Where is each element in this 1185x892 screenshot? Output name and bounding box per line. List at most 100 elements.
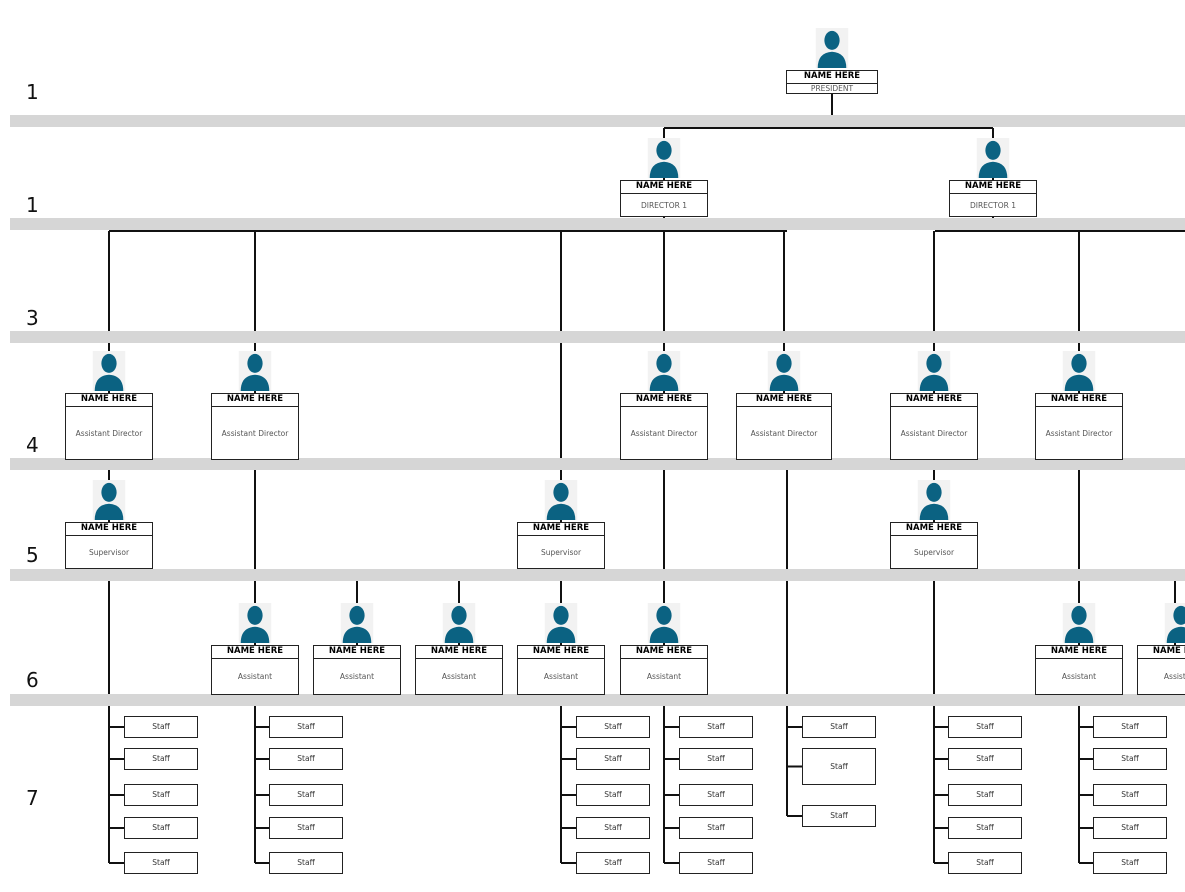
supervisor-card[interactable]: NAME HERE Supervisor	[517, 522, 605, 569]
assistant-card[interactable]: NAME HERE Assistant	[1137, 645, 1185, 695]
node-title: Assistant Director	[630, 429, 698, 438]
staff-box[interactable]: Staff	[679, 817, 753, 839]
staff-box[interactable]: Staff	[948, 784, 1022, 806]
staff-box[interactable]: Staff	[576, 716, 650, 738]
level-label: 3	[26, 306, 39, 330]
staff-box[interactable]: Staff	[124, 784, 198, 806]
assistant-card[interactable]: NAME HERE Assistant	[620, 645, 708, 695]
director-card[interactable]: NAME HERE DIRECTOR 1	[620, 180, 708, 217]
person-icon	[544, 480, 578, 520]
node-name: NAME HERE	[1036, 394, 1122, 407]
assistant-card[interactable]: NAME HERE Assistant	[313, 645, 401, 695]
staff-box[interactable]: Staff	[1093, 784, 1167, 806]
level-label: 4	[26, 433, 39, 457]
staff-box[interactable]: Staff	[948, 716, 1022, 738]
staff-box[interactable]: Staff	[269, 817, 343, 839]
person-icon	[238, 351, 272, 391]
staff-box[interactable]: Staff	[948, 852, 1022, 874]
staff-box[interactable]: Staff	[679, 852, 753, 874]
level-band	[10, 218, 1185, 230]
staff-box[interactable]: Staff	[802, 716, 876, 738]
assistant-director-card[interactable]: NAME HERE Assistant Director	[1035, 393, 1123, 460]
node-title: Assistant	[646, 672, 682, 681]
node-name: NAME HERE	[518, 523, 604, 536]
assistant-card[interactable]: NAME HERE Assistant	[517, 645, 605, 695]
node-name: NAME HERE	[891, 394, 977, 407]
node-name: NAME HERE	[621, 394, 707, 407]
staff-box[interactable]: Staff	[576, 817, 650, 839]
node-name: NAME HERE	[518, 646, 604, 659]
person-icon	[1062, 351, 1096, 391]
level-band	[10, 458, 1185, 470]
assistant-director-card[interactable]: NAME HERE Assistant Director	[890, 393, 978, 460]
staff-box[interactable]: Staff	[802, 748, 876, 785]
node-title: DIRECTOR 1	[640, 201, 688, 210]
staff-box[interactable]: Staff	[269, 748, 343, 770]
level-band	[10, 569, 1185, 581]
person-icon	[917, 351, 951, 391]
level-band	[10, 115, 1185, 127]
staff-box[interactable]: Staff	[679, 784, 753, 806]
level-label: 6	[26, 668, 39, 692]
supervisor-card[interactable]: NAME HERE Supervisor	[890, 522, 978, 569]
staff-box[interactable]: Staff	[802, 805, 876, 827]
node-name: NAME HERE	[891, 523, 977, 536]
node-name: NAME HERE	[416, 646, 502, 659]
node-title: Supervisor	[913, 548, 955, 557]
node-title: Assistant	[543, 672, 579, 681]
node-title: Supervisor	[88, 548, 130, 557]
staff-box[interactable]: Staff	[679, 748, 753, 770]
node-title: Supervisor	[540, 548, 582, 557]
staff-box[interactable]: Staff	[576, 852, 650, 874]
staff-box[interactable]: Staff	[1093, 716, 1167, 738]
staff-box[interactable]: Staff	[576, 784, 650, 806]
person-icon	[238, 603, 272, 643]
node-name: NAME HERE	[314, 646, 400, 659]
staff-box[interactable]: Staff	[269, 784, 343, 806]
person-icon	[917, 480, 951, 520]
node-title: Assistant	[339, 672, 375, 681]
node-name: NAME HERE	[66, 394, 152, 407]
staff-box[interactable]: Staff	[124, 716, 198, 738]
person-icon	[1164, 603, 1185, 643]
staff-box[interactable]: Staff	[269, 716, 343, 738]
person-icon	[442, 603, 476, 643]
person-icon	[647, 138, 681, 178]
level-label: 5	[26, 543, 39, 567]
node-name: NAME HERE	[950, 181, 1036, 194]
node-title: Assistant	[237, 672, 273, 681]
staff-box[interactable]: Staff	[679, 716, 753, 738]
assistant-director-card[interactable]: NAME HERE Assistant Director	[620, 393, 708, 460]
staff-box[interactable]: Staff	[124, 852, 198, 874]
person-icon	[976, 138, 1010, 178]
node-title: Assistant	[1163, 672, 1185, 681]
level-band	[10, 331, 1185, 343]
node-title: Assistant Director	[900, 429, 968, 438]
node-name: NAME HERE	[621, 181, 707, 194]
staff-box[interactable]: Staff	[124, 817, 198, 839]
staff-box[interactable]: Staff	[1093, 748, 1167, 770]
staff-box[interactable]: Staff	[576, 748, 650, 770]
assistant-card[interactable]: NAME HERE Assistant	[415, 645, 503, 695]
staff-box[interactable]: Staff	[269, 852, 343, 874]
node-title: Assistant	[441, 672, 477, 681]
level-label: 1	[26, 80, 39, 104]
staff-box[interactable]: Staff	[1093, 817, 1167, 839]
staff-box[interactable]: Staff	[948, 817, 1022, 839]
node-title: Assistant Director	[1045, 429, 1113, 438]
staff-box[interactable]: Staff	[948, 748, 1022, 770]
person-icon	[1062, 603, 1096, 643]
node-name: NAME HERE	[1138, 646, 1185, 659]
staff-box[interactable]: Staff	[124, 748, 198, 770]
staff-box[interactable]: Staff	[1093, 852, 1167, 874]
node-title: Assistant Director	[221, 429, 289, 438]
node-name: NAME HERE	[621, 646, 707, 659]
